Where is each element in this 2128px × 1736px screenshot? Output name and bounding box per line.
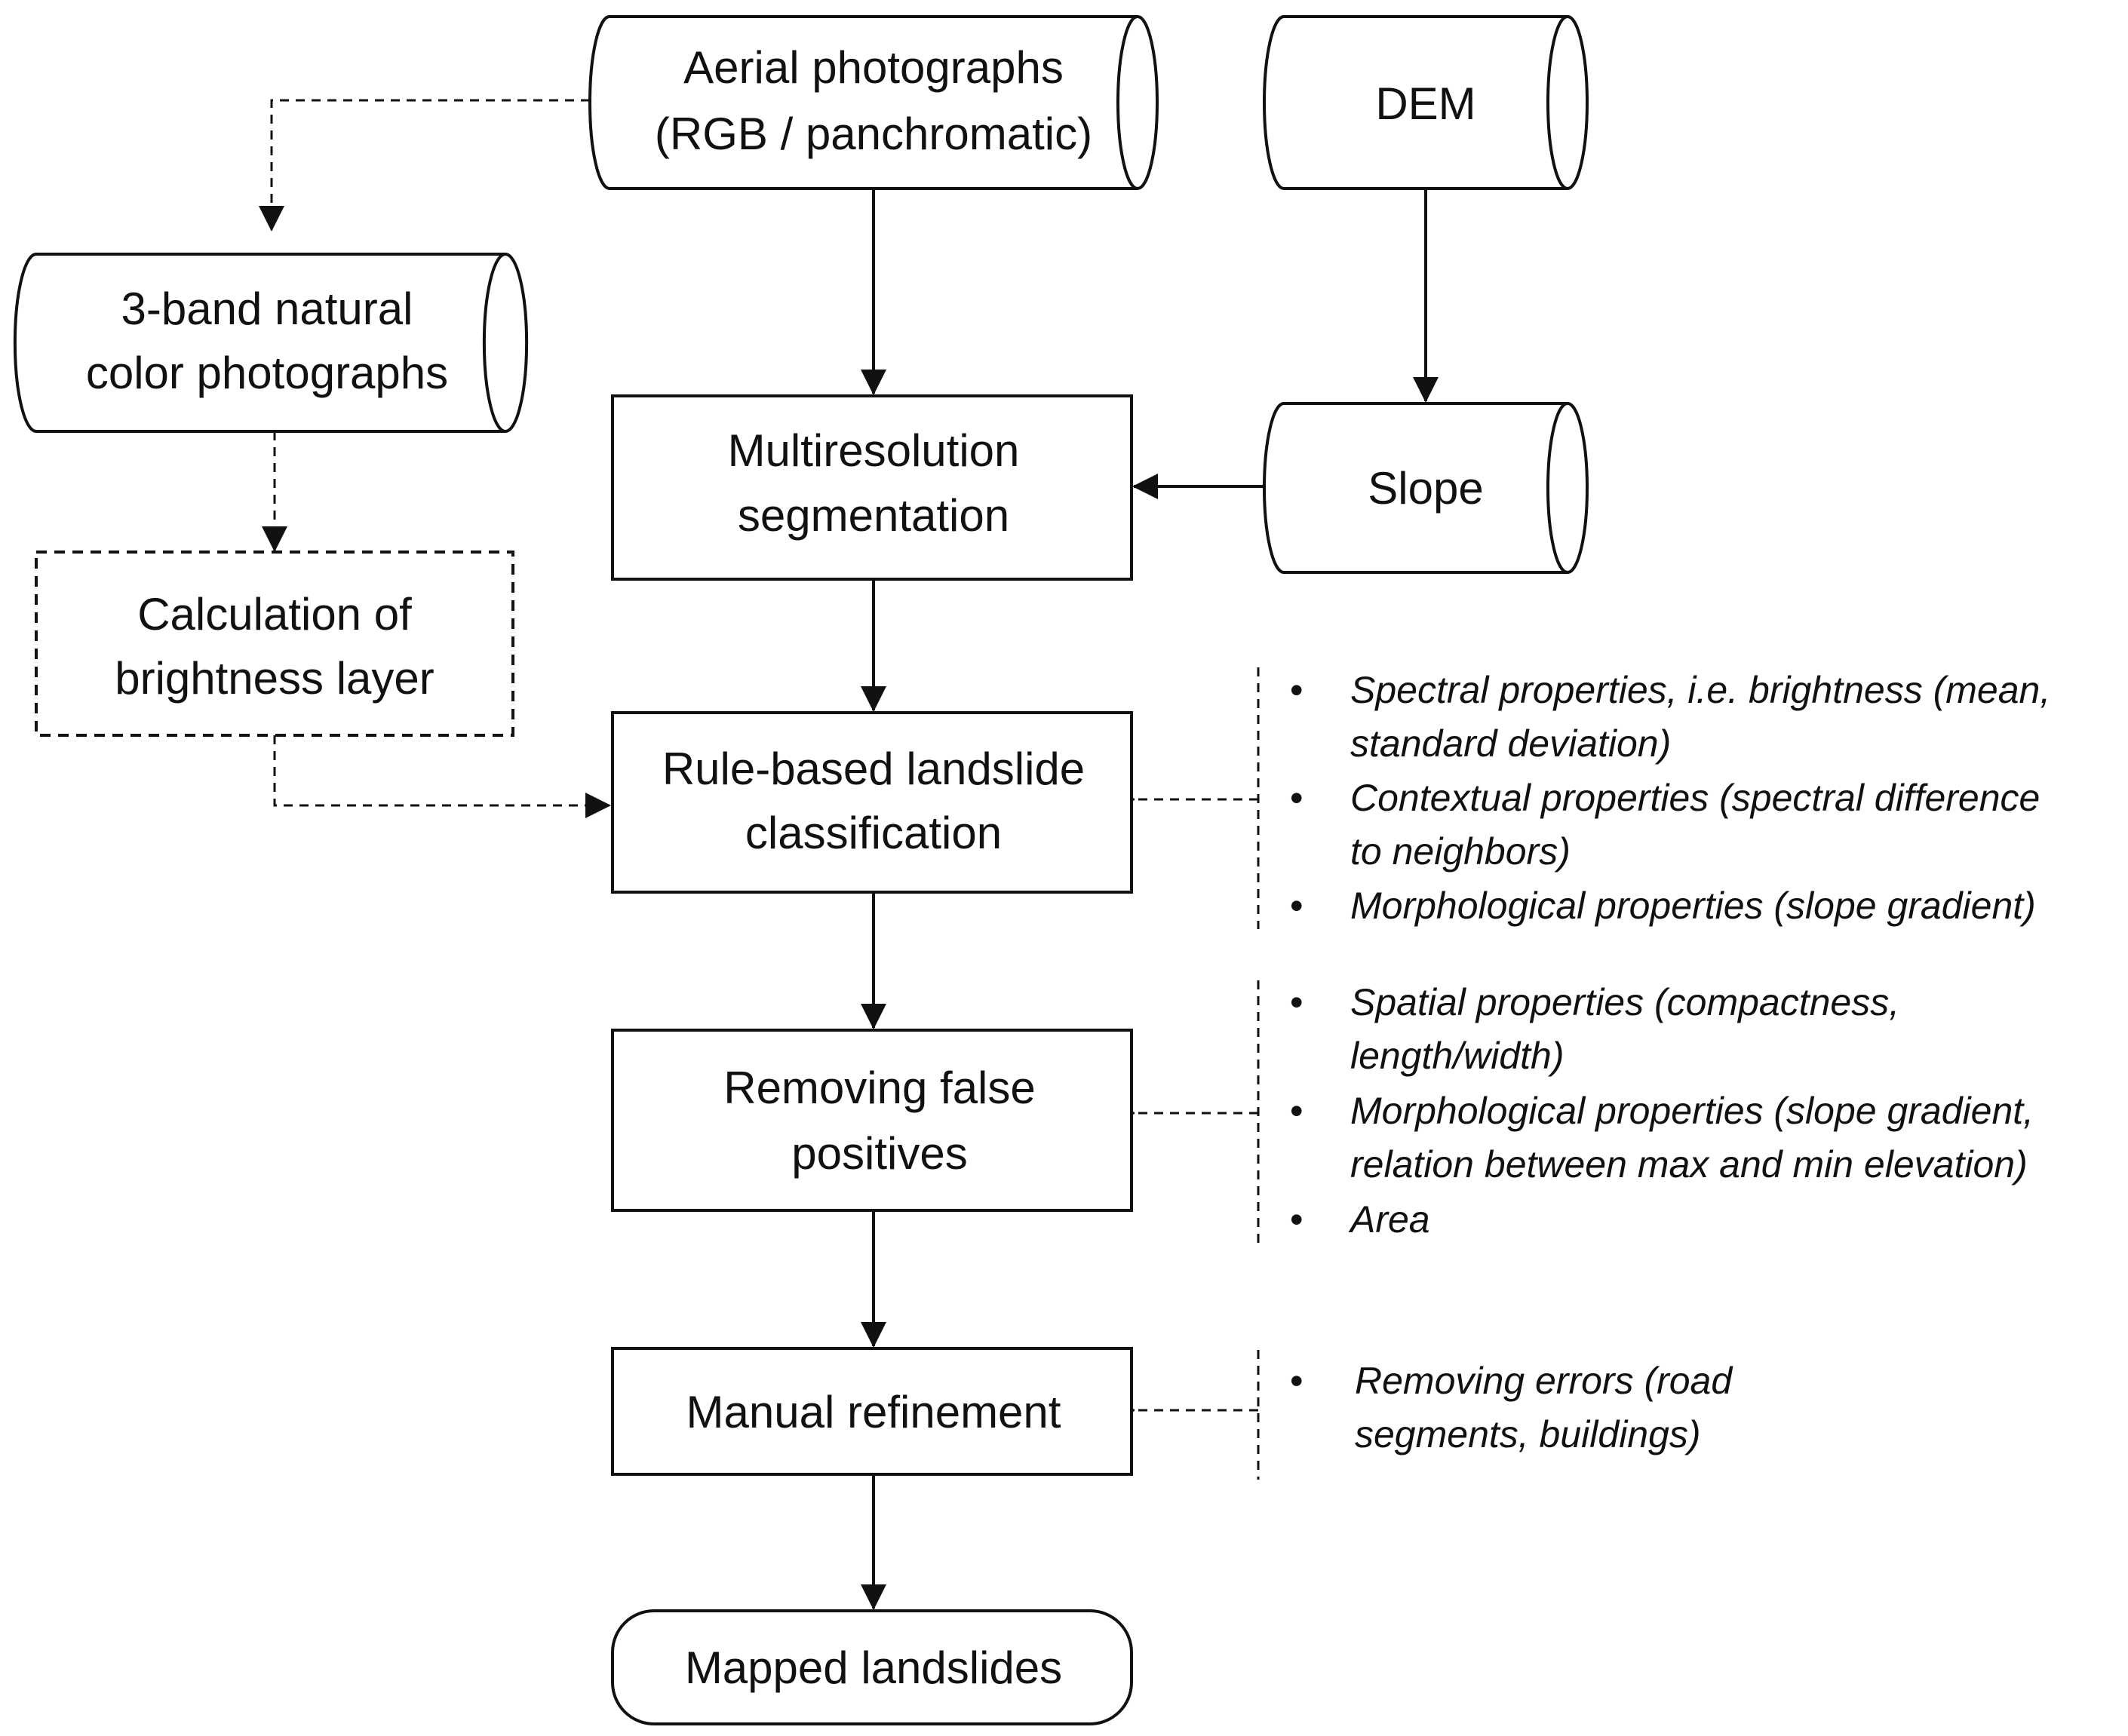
node-false-positives-line-1: Removing false: [723, 1063, 1036, 1113]
node-removing-false-positives: Removing false positives: [611, 1029, 1133, 1212]
notes-false-positives: • Spatial properties (compactness, lengt…: [1290, 981, 2034, 1241]
bullet: •: [1290, 669, 1304, 711]
note-area-line-1: Area: [1348, 1198, 1430, 1241]
note-contextual-line-1: Contextual properties (spectral differen…: [1350, 777, 2040, 819]
node-multiresolution-line-2: segmentation: [738, 490, 1009, 541]
node-rule-based-line-1: Rule-based landslide: [662, 744, 1085, 794]
edge-aerial-to-natural-color: [259, 99, 590, 232]
note-errors-line-2: segments, buildings): [1355, 1413, 1701, 1455]
note-spectral-line-2: standard deviation): [1350, 722, 1671, 765]
node-rule-based-classification: Rule-based landslide classification: [611, 711, 1133, 894]
node-slope-label: Slope: [1368, 463, 1483, 514]
node-brightness-line-1: Calculation of: [137, 589, 412, 639]
bullet: •: [1290, 1198, 1304, 1241]
node-dem: DEM: [1263, 15, 1589, 190]
node-false-positives-line-2: positives: [791, 1128, 967, 1179]
note-errors-line-1: Removing errors (road: [1355, 1360, 1733, 1402]
node-multiresolution-line-1: Multiresolution: [728, 425, 1020, 476]
note-morph-elev-line-1: Morphological properties (slope gradient…: [1350, 1090, 2034, 1132]
notes-classification: • Spectral properties, i.e. brightness (…: [1290, 669, 2050, 927]
node-mapped-label: Mapped landslides: [685, 1642, 1062, 1693]
bullet: •: [1290, 777, 1304, 819]
node-aerial-line-2: (RGB / panchromatic): [655, 109, 1092, 159]
node-natural-color-photographs: 3-band natural color photographs: [13, 253, 529, 433]
node-brightness-layer: Calculation of brightness layer: [35, 551, 514, 737]
note-spatial-line-2: length/width): [1350, 1035, 1565, 1077]
bullet: •: [1290, 1360, 1304, 1402]
bullet: •: [1290, 885, 1304, 927]
notes-manual: • Removing errors (road segments, buildi…: [1290, 1360, 1733, 1455]
node-manual-refinement: Manual refinement: [611, 1347, 1133, 1476]
note-morphological-line-1: Morphological properties (slope gradient…: [1350, 885, 2036, 927]
node-aerial-photographs: Aerial photographs (RGB / panchromatic): [588, 15, 1159, 190]
node-multiresolution-segmentation: Multiresolution segmentation: [611, 394, 1133, 581]
node-aerial-line-1: Aerial photographs: [683, 42, 1064, 93]
note-spectral-line-1: Spectral properties, i.e. brightness (me…: [1350, 669, 2050, 711]
node-rule-based-line-2: classification: [745, 808, 1002, 858]
note-morph-elev-line-2: relation between max and min elevation): [1350, 1143, 2028, 1185]
node-mapped-landslides: Mapped landslides: [611, 1609, 1133, 1725]
note-contextual-line-2: to neighbors): [1350, 830, 1571, 873]
bullet: •: [1290, 1090, 1304, 1132]
note-spatial-line-1: Spatial properties (compactness,: [1350, 981, 1899, 1023]
node-manual-label: Manual refinement: [686, 1387, 1061, 1437]
edge-brightness-to-rule-based: [273, 735, 611, 818]
node-natural-color-line-1: 3-band natural: [121, 284, 413, 334]
node-slope: Slope: [1263, 402, 1589, 574]
node-dem-label: DEM: [1375, 78, 1475, 129]
bullet: •: [1290, 981, 1304, 1023]
node-brightness-line-2: brightness layer: [115, 653, 435, 704]
node-natural-color-line-2: color photographs: [86, 348, 448, 398]
